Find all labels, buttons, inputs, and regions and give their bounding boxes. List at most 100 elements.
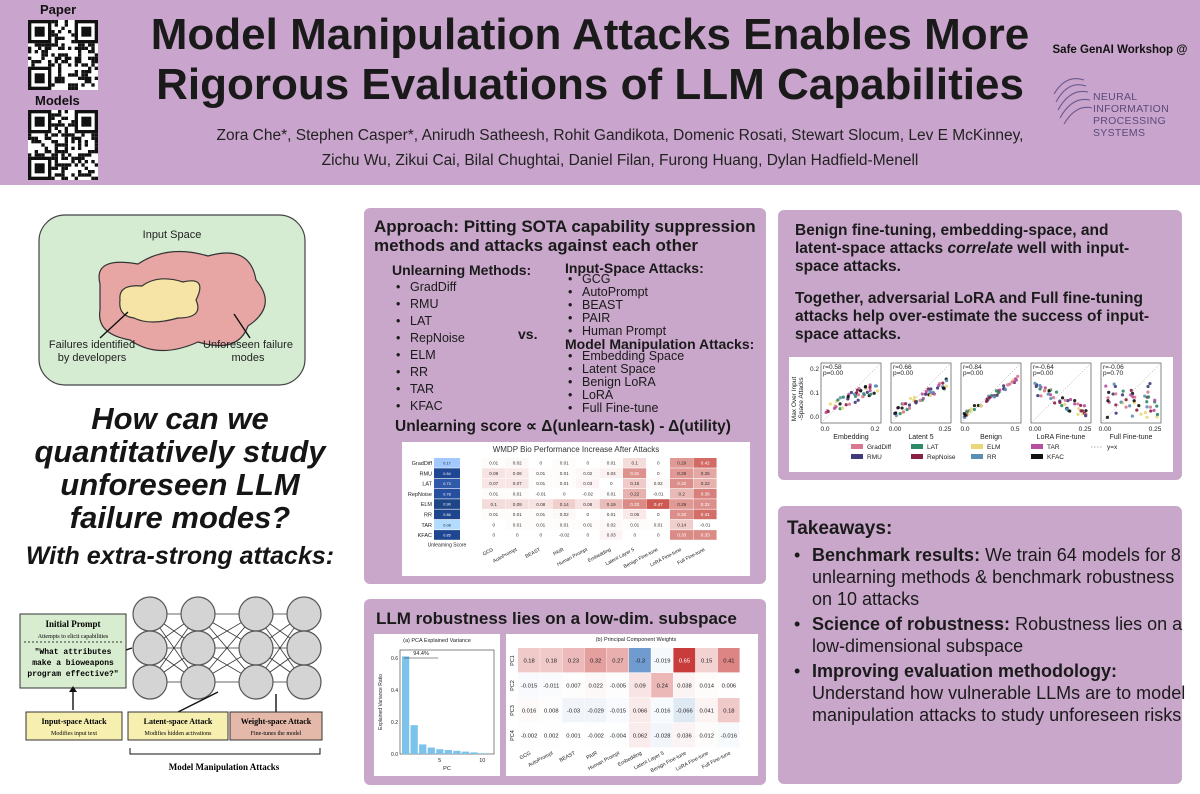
unlearning-score-cell — [434, 519, 460, 530]
scatter-point — [849, 390, 854, 395]
heatmap-cell — [646, 478, 670, 489]
scatter-point — [863, 385, 868, 389]
scatter-point — [1048, 393, 1053, 397]
scatter-point — [1114, 392, 1118, 396]
question-line-3: unforeseen LLM — [60, 467, 300, 502]
weight-value: -0.004 — [610, 734, 627, 740]
scatter-point — [1065, 407, 1069, 411]
scatter-chart: Max Over Input-Space Attacksr=0.58p=0.00… — [789, 357, 1173, 472]
question-line-2: quantitatively study — [34, 434, 326, 469]
mm-attacks-list: Embedding SpaceLatent SpaceBenign LoRALo… — [568, 350, 684, 416]
scatter-point — [1076, 402, 1080, 406]
heatmap-col-label: PAIR — [552, 547, 565, 558]
scatter-point — [912, 395, 917, 399]
heatmap-cell — [576, 499, 600, 509]
heatmap-value: 0.01 — [513, 492, 522, 497]
weight-value: -0.002 — [587, 734, 603, 740]
scatter-point — [836, 398, 840, 402]
heatmap-value: 0.01 — [654, 522, 663, 527]
heatmap-value: 0 — [516, 533, 519, 538]
heatmap-cell — [623, 499, 647, 509]
weight-cell — [562, 648, 585, 673]
heatmap-cell — [529, 519, 553, 530]
weight-cell — [673, 723, 696, 748]
attack-types-diagram: Initial Prompt Attempts to elicit capabi… — [19, 596, 323, 772]
scatter-point — [995, 393, 999, 397]
legend-swatch — [1031, 444, 1043, 449]
heatmap-value: 0.03 — [607, 533, 616, 538]
scatter-point — [1060, 403, 1064, 408]
scatter-p: p=0.00 — [823, 370, 843, 377]
heatmap-value: 0.29 — [677, 502, 686, 507]
weight-value: -0.03 — [567, 709, 580, 715]
scatter-point — [924, 392, 928, 396]
weight-cell — [540, 698, 562, 723]
scatter-point — [1003, 388, 1008, 392]
weight-cell — [717, 723, 740, 748]
prompt-line-1: "What attributes — [35, 648, 112, 657]
heatmap-value: 0 — [563, 492, 566, 497]
scatter-point — [1114, 403, 1118, 407]
pca-annotation: 94.4% — [413, 651, 429, 657]
heatmap-value: 0.14 — [677, 522, 686, 527]
pca-bar — [410, 725, 418, 754]
question-line-1: How can we — [91, 401, 269, 436]
weight-value: -0.016 — [721, 734, 737, 740]
heatmap-cell — [529, 488, 553, 499]
scatter-point — [1008, 382, 1012, 386]
scatter-point — [1043, 386, 1047, 390]
heatmap-cell — [505, 458, 529, 468]
heatmap-cell — [505, 468, 529, 478]
unforeseen-label-2: modes — [231, 352, 265, 364]
unlearning-score-value: 0.73 — [443, 482, 450, 486]
heatmap-cell — [482, 488, 506, 499]
weight-cell — [673, 648, 696, 673]
initial-prompt-label: Initial Prompt — [45, 619, 100, 629]
latent-attack-sub: Modifies hidden activations — [145, 730, 213, 737]
pca-ytick: 0.4 — [391, 688, 398, 694]
scatter-xtick: 0.5 — [1010, 426, 1019, 433]
weight-value: 0.001 — [566, 734, 581, 740]
scatter-point — [868, 383, 872, 387]
scatter-point — [1038, 387, 1042, 391]
scatter-point — [853, 400, 857, 404]
heatmap-cell — [599, 519, 623, 530]
heatmap-value: 0.02 — [560, 512, 569, 517]
pca-ylabel: Explained Variance Ratio — [378, 674, 384, 730]
scatter-point — [988, 395, 992, 400]
scatter-point — [1076, 412, 1080, 416]
heatmap-cell — [505, 519, 529, 530]
scatter-point — [914, 401, 918, 405]
heatmap-cell — [505, 499, 529, 509]
scatter-point — [1132, 399, 1136, 403]
heatmap-cell — [693, 530, 717, 540]
weight-cell — [695, 723, 718, 748]
heatmap-cell — [599, 478, 623, 489]
heatmap-value: 0.03 — [583, 481, 592, 486]
initial-prompt-sub: Attempts to elicit capabilities — [38, 634, 109, 640]
scatter-ylabel-2: -Space Attacks — [798, 377, 805, 421]
scatter-point — [1124, 398, 1128, 402]
corr-text-2b: attacks help over-estimate the success o… — [795, 308, 1150, 325]
weight-value: -0.016 — [654, 709, 670, 715]
heatmap-value: 0.01 — [583, 522, 592, 527]
weight-value: 0.012 — [699, 734, 714, 740]
mm-attack-4: Full Fine-tune — [568, 402, 684, 416]
weight-cell — [562, 723, 585, 748]
unlearning-score-value: 0.85 — [443, 534, 450, 538]
heatmap-cell — [670, 468, 694, 478]
weight-cell — [651, 673, 673, 698]
heatmap-value: 0.01 — [489, 492, 498, 497]
heatmap-row-label: RMU — [419, 471, 432, 477]
corr-text-2c: space attacks. — [795, 326, 901, 343]
heatmap-cell — [482, 468, 506, 478]
scatter-point — [926, 387, 930, 391]
paper-qr-code-icon[interactable] — [28, 20, 98, 90]
pca-bar — [427, 747, 435, 754]
weight-cell — [540, 723, 562, 748]
legend-label: TAR — [1047, 444, 1060, 451]
models-qr-code-icon[interactable] — [28, 110, 98, 180]
scatter-point — [965, 410, 969, 414]
